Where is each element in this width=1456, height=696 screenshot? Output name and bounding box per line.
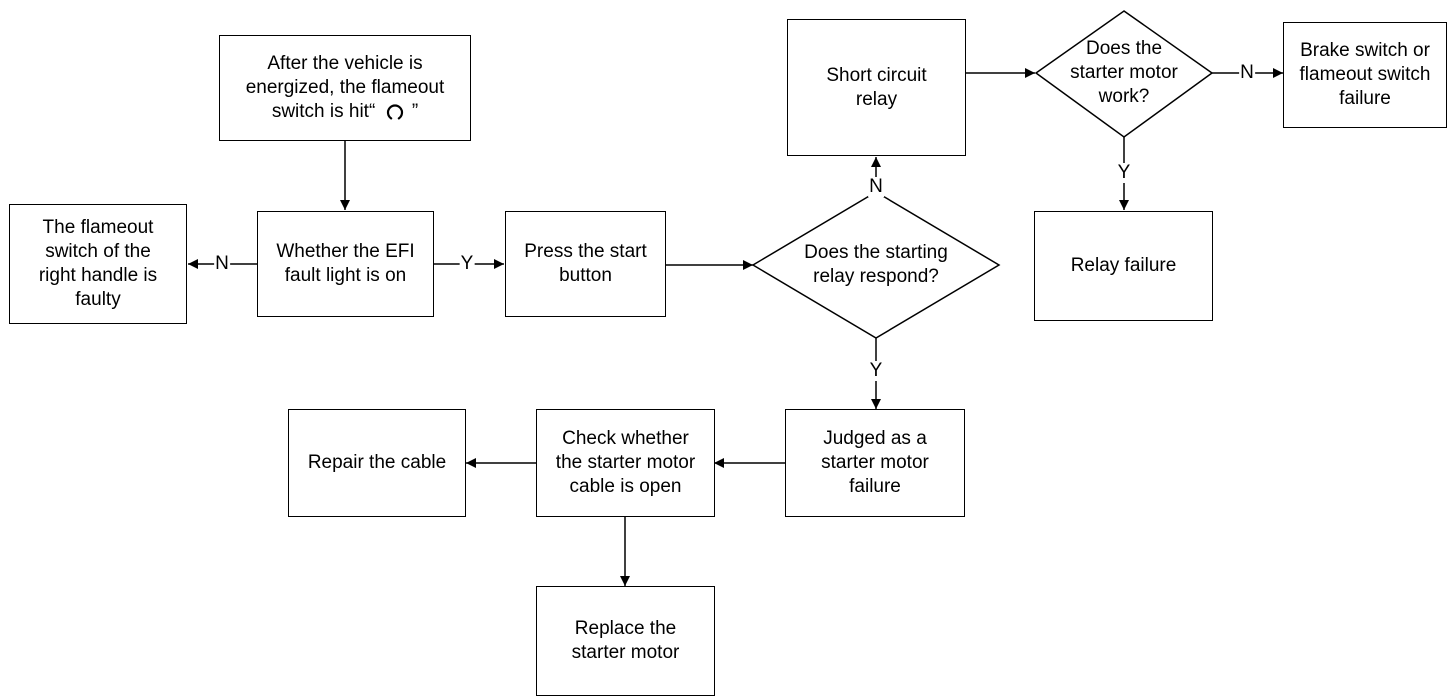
node-flameout-switch-faulty: The flameout switch of the right handle … — [9, 204, 187, 324]
node-judged-line3: failure — [849, 476, 901, 497]
node-vehicle-energized: After the vehicle is energized, the flam… — [219, 35, 471, 141]
node-replace-line2: starter motor — [571, 642, 680, 663]
node-judged-line1: Judged as a — [823, 428, 927, 449]
decision-relay-line1: Does the starting — [804, 242, 948, 263]
edge-label-relay-no: N — [868, 176, 884, 197]
node-check-line2: the starter motor — [555, 452, 696, 473]
node-brake-flameout-failure: Brake switch or flameout switch failure — [1283, 22, 1447, 128]
node-judged-line2: starter motor — [821, 452, 929, 473]
decision-relay-line2: relay respond? — [813, 266, 939, 287]
node-brake-line1: Brake switch or — [1300, 40, 1430, 61]
node-faulty-line1: The flameout — [42, 217, 154, 238]
edge-label-efi-yes: Y — [459, 253, 475, 274]
edge-label-motor-no: N — [1239, 62, 1255, 83]
node-faulty-line2: switch of the — [45, 241, 151, 262]
node-replace-motor: Replace the starter motor — [536, 586, 715, 696]
node-check-line1: Check whether — [562, 428, 689, 449]
node-efi-line1: Whether the EFI — [276, 241, 415, 262]
node-check-cable: Check whether the starter motor cable is… — [536, 409, 715, 517]
node-brake-line3: failure — [1339, 88, 1391, 109]
node-faulty-line4: faulty — [75, 289, 121, 310]
node-repair-cable: Repair the cable — [288, 409, 466, 517]
node-short-line2: relay — [855, 88, 898, 110]
node-replace-line1: Replace the — [574, 618, 677, 639]
line3-suffix: ” — [411, 101, 419, 122]
node-faulty-line3: right handle is — [38, 265, 158, 286]
edge-label-efi-no: N — [214, 253, 230, 274]
decision-motor-line1: Does the — [1085, 38, 1163, 59]
decision-starting-relay: Does the starting relay respond? — [776, 235, 976, 295]
decision-starter-motor-shape — [1034, 10, 1214, 138]
node-relay-failure: Relay failure — [1034, 211, 1213, 321]
node-press-line1: Press the start — [524, 241, 647, 262]
node-relayfail-line1: Relay failure — [1070, 255, 1177, 276]
node-check-line3: cable is open — [569, 476, 682, 497]
edge-label-relay-yes: Y — [868, 360, 884, 381]
node-starter-motor-failure: Judged as a starter motor failure — [785, 409, 965, 517]
decision-starter-motor: Does the starter motor work? — [1054, 36, 1194, 110]
edge-label-motor-yes: Y — [1116, 162, 1132, 183]
line3-prefix: switch is hit“ — [271, 101, 376, 122]
node-short-line1: Short circuit — [826, 64, 927, 86]
node-vehicle-energized-line2: energized, the flameout — [245, 77, 445, 98]
node-efi-fault-light: Whether the EFI fault light is on — [257, 211, 434, 317]
power-icon — [386, 104, 403, 120]
node-vehicle-energized-line3: switch is hit“ ” — [272, 100, 418, 124]
decision-motor-line3: work? — [1098, 86, 1150, 107]
decision-starting-relay-shape — [751, 191, 1001, 339]
node-efi-line2: fault light is on — [284, 265, 407, 286]
node-short-circuit-relay: Short circuit relay — [787, 19, 966, 156]
node-brake-line2: flameout switch — [1299, 64, 1431, 85]
node-repair-line1: Repair the cable — [307, 452, 447, 473]
decision-motor-line2: starter motor — [1070, 62, 1178, 83]
node-press-start: Press the start button — [505, 211, 666, 317]
node-vehicle-energized-line1: After the vehicle is — [267, 53, 423, 74]
node-press-line2: button — [559, 265, 612, 286]
